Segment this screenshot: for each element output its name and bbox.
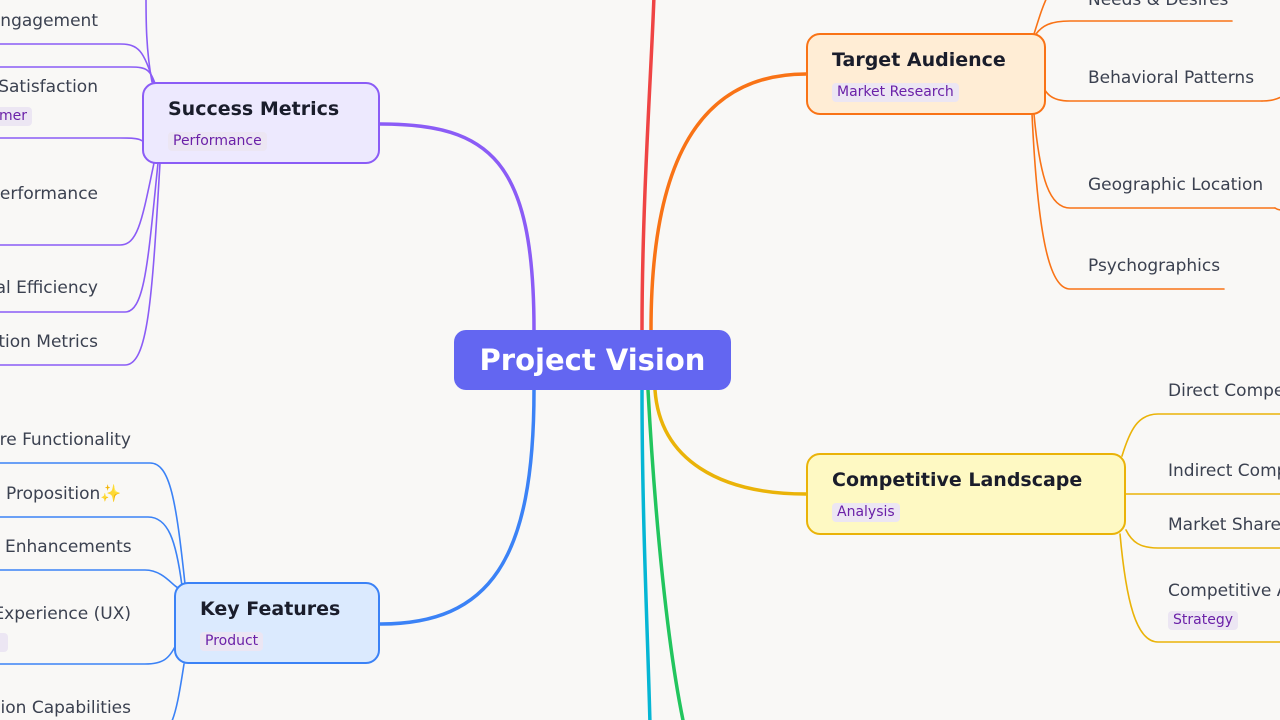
leaf-competitive-advantage-tag: Strategy — [1168, 611, 1238, 630]
node-success-metrics[interactable]: Success Metrics Performance — [142, 82, 380, 164]
leaf-satisfaction-tag: mer — [0, 107, 32, 126]
leaf-ux-tag — [0, 633, 8, 652]
node-tag: Performance — [168, 132, 267, 151]
leaf-ux[interactable]: Experience (UX) — [0, 604, 131, 624]
node-competitive-landscape[interactable]: Competitive Landscape Analysis — [806, 453, 1126, 535]
node-tag: Market Research — [832, 83, 959, 102]
node-key-features[interactable]: Key Features Product — [174, 582, 380, 664]
leaf-market-share[interactable]: Market Share — [1168, 515, 1280, 535]
node-title: Competitive Landscape — [832, 469, 1083, 491]
connector-red-branch — [640, 0, 656, 332]
leaf-engagement[interactable]: Engagement — [0, 11, 98, 31]
leaf-satisfaction[interactable]: Satisfaction — [0, 77, 98, 97]
leaf-needs-desires[interactable]: Needs & Desires — [1088, 0, 1229, 10]
connector-success-metrics — [378, 122, 536, 332]
leaf-behavioral-patterns[interactable]: Behavioral Patterns — [1088, 68, 1255, 88]
leaf-psychographics[interactable]: Psychographics — [1088, 256, 1221, 276]
leaf-proposition[interactable]: Proposition✨ — [6, 484, 122, 504]
node-title: Success Metrics — [168, 98, 340, 120]
connector-green-branch — [646, 388, 685, 720]
connector-competitive-landscape — [653, 388, 808, 496]
leaf-capabilities[interactable]: ion Capabilities — [0, 698, 131, 718]
leaf-indirect-competitors[interactable]: Indirect Comp — [1168, 461, 1280, 481]
node-target-audience[interactable]: Target Audience Market Research — [806, 33, 1046, 115]
leaf-performance[interactable]: Performance — [0, 184, 98, 204]
node-title: Target Audience — [832, 49, 1006, 71]
center-node-label: Project Vision — [479, 343, 706, 377]
leaf-geographic-location[interactable]: Geographic Location — [1088, 175, 1264, 195]
leaf-efficiency[interactable]: al Efficiency — [0, 278, 98, 298]
connector-key-features — [378, 388, 536, 626]
node-title: Key Features — [200, 598, 341, 620]
node-tag: Product — [200, 632, 264, 651]
connector-target-audience — [649, 72, 808, 332]
leaf-direct-competitors[interactable]: Direct Compe — [1168, 381, 1280, 401]
connector-cyan-branch — [640, 388, 652, 720]
leaf-enhancements[interactable]: Enhancements — [5, 537, 132, 557]
leaf-metrics[interactable]: tion Metrics — [0, 332, 98, 352]
leaf-competitive-advantage[interactable]: Competitive A — [1168, 581, 1280, 601]
node-tag: Analysis — [832, 503, 900, 522]
leaf-functionality[interactable]: re Functionality — [0, 430, 131, 450]
center-node[interactable]: Project Vision — [454, 330, 731, 390]
